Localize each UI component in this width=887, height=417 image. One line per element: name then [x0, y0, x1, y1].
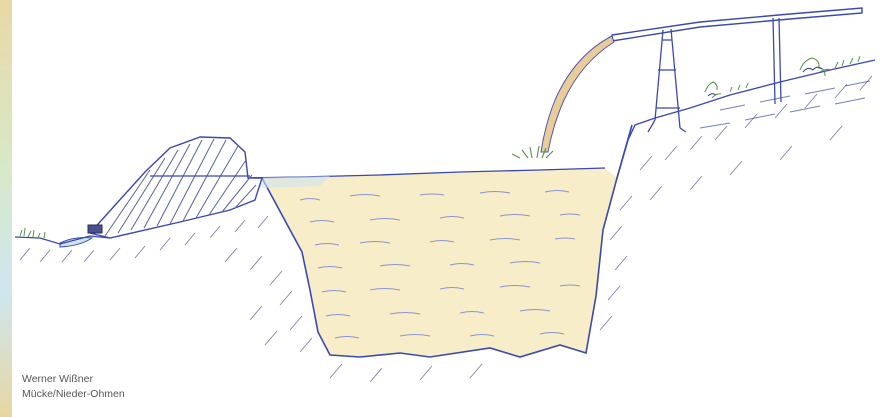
pipe-support-2 — [773, 18, 781, 104]
ground-hatch-right — [600, 76, 872, 330]
vegetation-right — [705, 56, 860, 98]
author-location: Mücke/Nieder-Ohmen — [22, 387, 142, 402]
dam-body — [90, 137, 262, 238]
pipe-outflow — [541, 36, 614, 152]
vegetation-left — [20, 228, 45, 238]
ground-left — [15, 236, 110, 244]
vegetation-right-dark — [708, 67, 822, 96]
pipe — [612, 8, 862, 41]
author-name: Werner Wißner — [22, 372, 142, 387]
pipe-support-1 — [648, 29, 686, 132]
outlet-box — [88, 225, 102, 233]
basin-water — [262, 168, 617, 357]
slope-dashes — [700, 81, 870, 128]
author-credit: Werner Wißner Mücke/Nieder-Ohmen — [22, 372, 142, 402]
